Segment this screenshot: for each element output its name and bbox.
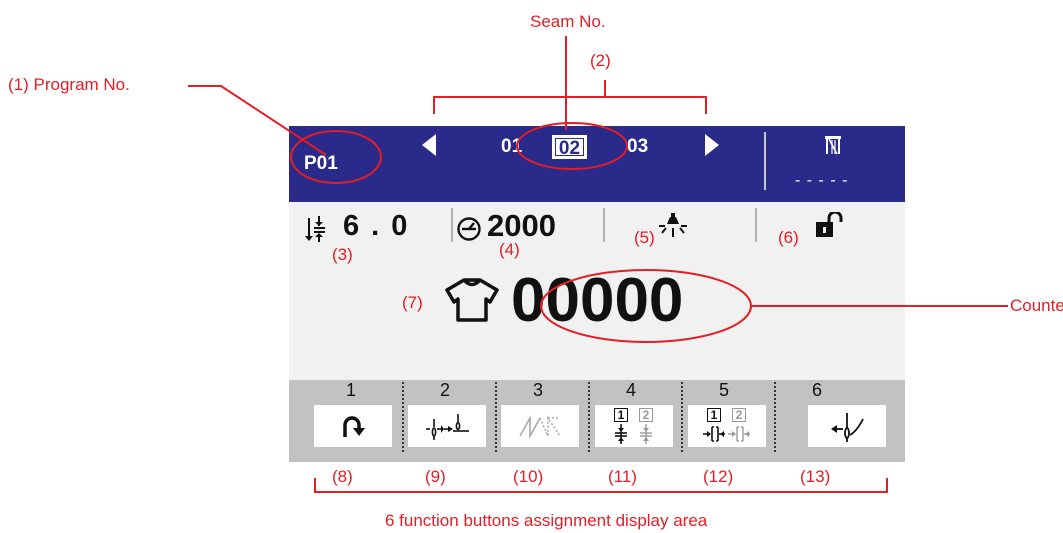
button-divider xyxy=(774,382,776,452)
unlock-icon[interactable] xyxy=(815,212,843,238)
lcd-screen: P01 01 02 03 - - - - - 6 . 0 xyxy=(289,126,905,462)
annotation-9: (9) xyxy=(425,467,446,486)
function-button-2[interactable] xyxy=(408,405,486,447)
function-button-3[interactable] xyxy=(501,405,579,447)
annotation-10: (10) xyxy=(513,467,544,486)
stitch-length-value[interactable]: 6 . 0 xyxy=(343,210,410,242)
function-button-number: 1 xyxy=(345,380,356,400)
button-divider xyxy=(588,382,590,452)
function-button-number: 6 xyxy=(811,380,822,400)
annotation-4: (4) xyxy=(499,240,520,259)
thread-trim-icon xyxy=(831,413,864,442)
seam-number-next[interactable]: 03 xyxy=(627,136,649,157)
stitch-length-icon xyxy=(305,216,325,242)
function-button-1[interactable] xyxy=(314,405,392,447)
annotation-13: (13) xyxy=(800,467,831,486)
button-divider xyxy=(495,382,497,452)
function-button-number: 5 xyxy=(718,380,729,400)
thread-counter-dashes: - - - - - xyxy=(795,172,849,189)
seam-bracket xyxy=(433,96,707,114)
annotation-12: (12) xyxy=(703,467,734,486)
annotation-2: (2) xyxy=(590,51,611,70)
garment-counter-icon xyxy=(445,278,499,322)
function-button-bar: 1 2 3 4 5 6 xyxy=(289,380,905,462)
stitch-length-select-icon xyxy=(615,424,652,444)
program-no-annotation: (1) Program No. xyxy=(8,75,130,94)
function-button-number: 4 xyxy=(625,380,636,400)
function-button-6[interactable] xyxy=(808,405,886,447)
button-divider xyxy=(402,382,404,452)
function-button-5[interactable]: 1 2 xyxy=(688,405,766,447)
option-2-label: 2 xyxy=(732,408,746,422)
reverse-feed-icon xyxy=(343,416,365,437)
status-divider xyxy=(603,208,605,242)
status-divider xyxy=(755,208,757,242)
header-divider xyxy=(764,132,766,190)
status-divider xyxy=(451,208,453,242)
needle-up-down-icon xyxy=(426,414,469,440)
bobbin-thread-icon xyxy=(825,136,841,155)
annotation-6: (6) xyxy=(778,228,799,247)
presser-foot-select-icon xyxy=(703,426,750,442)
max-speed-value[interactable]: 2000 xyxy=(487,208,556,243)
option-2-label: 2 xyxy=(639,408,653,422)
function-button-number: 2 xyxy=(439,380,450,400)
seam-next-arrow-icon[interactable] xyxy=(705,134,719,156)
seam-no-annotation: Seam No. xyxy=(530,12,606,31)
function-area-annotation: 6 function buttons assignment display ar… xyxy=(385,511,708,530)
option-1-label: 1 xyxy=(614,408,628,422)
tack-pattern-icon xyxy=(519,414,561,440)
seam-number-current[interactable]: 02 xyxy=(552,135,587,159)
annotation-5: (5) xyxy=(634,228,655,247)
function-button-number: 3 xyxy=(532,380,543,400)
speed-gauge-icon xyxy=(457,217,481,241)
seam-number-prev[interactable]: 01 xyxy=(501,136,523,157)
seam-prev-arrow-icon[interactable] xyxy=(422,134,436,156)
function-button-4[interactable]: 1 2 xyxy=(595,405,673,447)
annotation-8: (8) xyxy=(332,467,353,486)
option-1-label: 1 xyxy=(707,408,721,422)
counter-value[interactable]: 00000 xyxy=(511,266,684,335)
button-divider xyxy=(681,382,683,452)
program-number[interactable]: P01 xyxy=(304,153,338,174)
led-light-icon[interactable] xyxy=(659,211,687,239)
annotation-7: (7) xyxy=(402,293,423,312)
header-bar: P01 01 02 03 - - - - - xyxy=(289,126,905,202)
annotation-11: (11) xyxy=(608,467,637,486)
counter-annotation: Counter xyxy=(1010,296,1063,315)
annotation-3: (3) xyxy=(332,245,353,264)
